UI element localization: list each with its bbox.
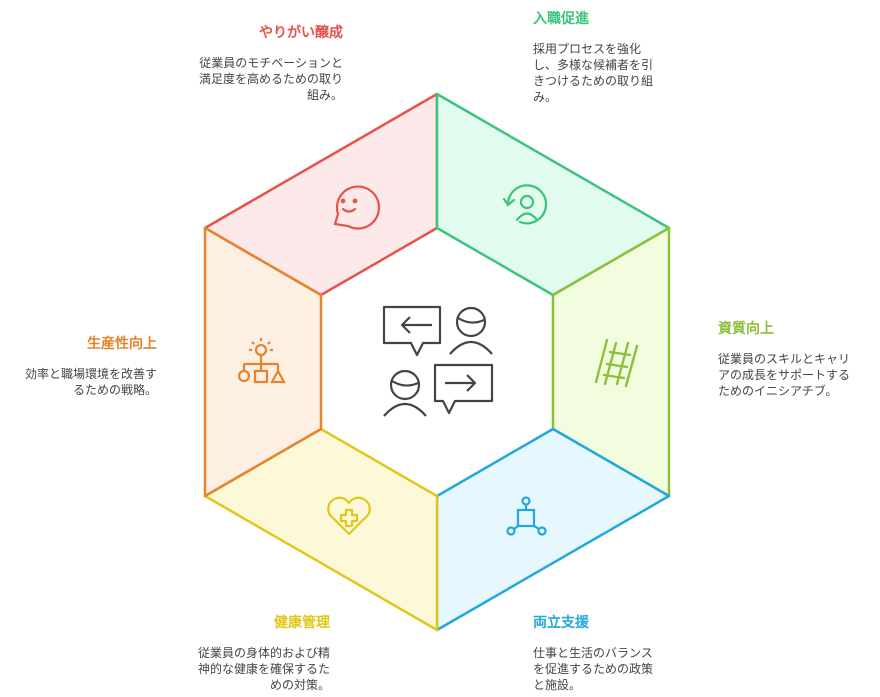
segment-title: 両立支援 [533,615,589,631]
segment-shishitsu: 資質向上 従業員のスキルとキャリアの成長をサポートするためのイニシアチブ。 [718,321,853,399]
segment-description: 従業員の身体的および精神的な健康を確保するための対策。 [197,646,330,692]
segment-description: 仕事と生活のバランスを促進するための政策と施設。 [533,646,654,692]
conversation-people-icon [382,305,494,417]
segment-title: 資質向上 [718,321,774,337]
heart-plus-icon [327,496,371,536]
segment-title: 入職促進 [533,11,589,27]
segment-shape-seisansei [203,226,323,498]
segment-description: 効率と職場環境を改善するための戦略。 [24,367,157,397]
segment-title: やりがい醸成 [259,25,343,41]
user-cycle-icon [502,184,548,225]
segment-seisansei: 生産性向上 効率と職場環境を改善するための戦略。 [20,336,157,398]
segment-description: 従業員のモチベーションと満足度を高めるための取り組み。 [198,56,343,102]
segment-ryoritsu: 両立支援 仕事と生活のバランスを促進するための政策と施設。 [533,615,663,693]
network-cube-icon [506,496,547,536]
segment-yarigai: やりがい醸成 従業員のモチベーションと満足度を高めるための取り組み。 [190,25,343,103]
segment-nyushoku: 入職促進 採用プロセスを強化し、多様な候補者を引きつけるための取り組み。 [533,11,663,105]
smiley-chat-icon [333,185,381,230]
ladder-icon [594,338,639,388]
segment-title: 生産性向上 [87,336,157,352]
segment-title: 健康管理 [274,615,330,631]
segment-description: 採用プロセスを強化し、多様な候補者を引きつけるための取り組み。 [533,42,654,104]
segment-description: 従業員のスキルとキャリアの成長をサポートするためのイニシアチブ。 [718,352,851,398]
segment-kenko: 健康管理 従業員の身体的および精神的な健康を確保するための対策。 [190,615,330,693]
idea-shapes-icon [237,338,286,384]
